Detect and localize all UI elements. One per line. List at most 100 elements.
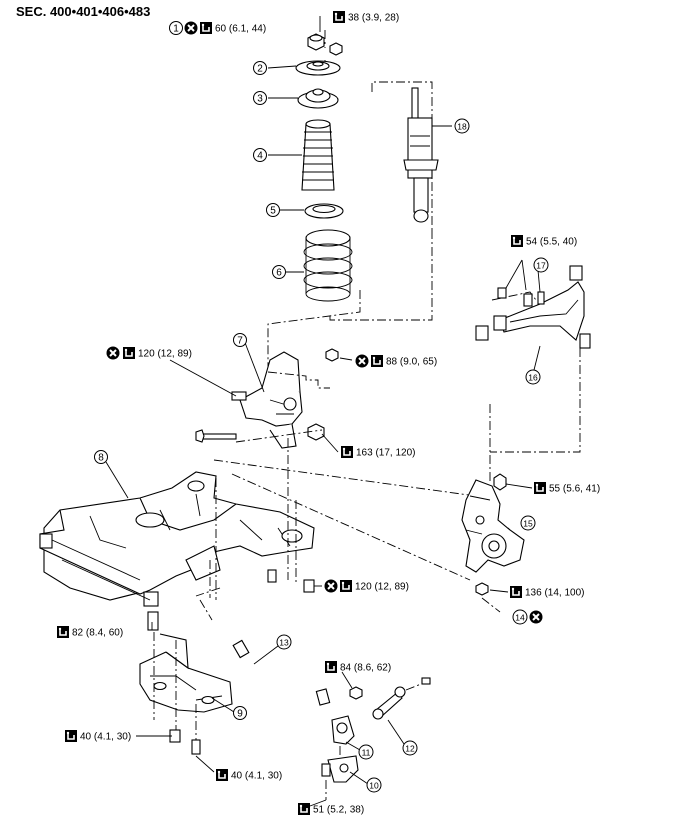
torque-wrench-icon: [324, 660, 338, 674]
svg-text:10: 10: [369, 781, 379, 791]
svg-text:7: 7: [237, 336, 243, 347]
torque-spec-82: 82 (8.4, 60): [56, 625, 123, 639]
leader-88: [339, 357, 353, 361]
small-nut: [329, 42, 343, 56]
callout-14: 14: [512, 609, 528, 625]
callout-16: 16: [525, 369, 541, 385]
torque-wrench-icon: [510, 234, 524, 248]
knuckle-nut: [493, 473, 507, 491]
svg-text:13: 13: [279, 638, 289, 648]
torque-spec-40-left: 40 (4.1, 30): [64, 729, 131, 743]
callout-1: 1: [169, 21, 183, 35]
svg-text:9: 9: [237, 709, 243, 720]
svg-text:3: 3: [257, 94, 263, 105]
upper-link: [475, 265, 591, 349]
torque-spec-40-lower: 40 (4.1, 30): [215, 768, 282, 782]
coil-spring: [303, 229, 353, 302]
svg-text:54 (5.5, 40): 54 (5.5, 40): [526, 237, 577, 248]
svg-text:4: 4: [257, 151, 263, 162]
suspension-member: [39, 471, 315, 607]
torque-wrench-icon: [215, 768, 229, 782]
torque-wrench-icon: [64, 729, 78, 743]
guide-bracket: [153, 632, 197, 740]
svg-text:15: 15: [523, 519, 533, 529]
svg-text:17: 17: [536, 261, 546, 271]
torque-wrench-icon: [339, 579, 353, 593]
torque-spec-120-upper: 120 (12, 89): [105, 345, 192, 361]
callout-9: 9: [233, 706, 247, 720]
torque-leader-54: [505, 259, 527, 291]
svg-text:88 (9.0, 65): 88 (9.0, 65): [386, 357, 437, 368]
svg-text:136 (14, 100): 136 (14, 100): [525, 588, 585, 599]
leader-10: [349, 771, 369, 785]
torque-spec-38: 38 (3.9, 28): [332, 10, 399, 24]
strut-lower-bracket: [239, 351, 303, 449]
leader-8: [105, 461, 129, 499]
steering-knuckle: [461, 479, 525, 573]
bracket-bolt-lower: [169, 729, 201, 755]
svg-text:14: 14: [515, 613, 525, 623]
leader-2: [267, 65, 297, 69]
guide-clamp: [325, 746, 341, 800]
member-bolt: [147, 569, 315, 631]
svg-text:60 (6.1, 44): 60 (6.1, 44): [215, 24, 266, 35]
leader-55: [505, 483, 533, 489]
torque-wrench-icon: [509, 585, 523, 599]
svg-text:51 (5.2, 38): 51 (5.2, 38): [313, 805, 364, 816]
dust-boot: [301, 119, 335, 191]
leader-7: [243, 339, 265, 393]
never-reuse-icon: [105, 345, 121, 361]
rod-nut: [349, 686, 363, 700]
svg-text:6: 6: [276, 268, 282, 279]
leader-40b: [195, 755, 215, 773]
svg-text:18: 18: [457, 122, 467, 132]
guide-bolt-line: [235, 429, 323, 443]
torque-spec-54: 54 (5.5, 40): [510, 234, 577, 248]
leader-17: [537, 269, 541, 293]
bracket-bolt: [231, 391, 247, 401]
svg-text:120 (12, 89): 120 (12, 89): [355, 582, 409, 593]
leader-163: [321, 433, 339, 453]
svg-text:1: 1: [173, 24, 179, 35]
svg-text:40 (4.1, 30): 40 (4.1, 30): [231, 771, 282, 782]
torque-wrench-icon: [370, 354, 384, 368]
torque-wrench-icon: [199, 21, 213, 35]
stabilizer-bushing: [331, 715, 355, 745]
top-nut: [325, 348, 339, 362]
svg-text:38 (3.9, 28): 38 (3.9, 28): [348, 13, 399, 24]
guide-knuckle-lines: [199, 459, 477, 621]
torque-spec-136: 136 (14, 100): [509, 585, 585, 599]
svg-text:55 (5.6, 41): 55 (5.6, 41): [549, 484, 600, 495]
leader-13: [253, 645, 279, 665]
callout-18: 18: [454, 118, 470, 134]
svg-text:84 (8.6, 62): 84 (8.6, 62): [340, 663, 391, 674]
torque-wrench-icon: [122, 346, 136, 360]
torque-wrench-icon: [533, 481, 547, 495]
never-reuse-icon: [323, 578, 339, 594]
callout-7: 7: [233, 333, 247, 347]
torque-spec-51: 51 (5.2, 38): [297, 802, 364, 816]
leader-15: [507, 527, 511, 531]
svg-text:11: 11: [362, 748, 371, 758]
callout-15: 15: [520, 515, 536, 531]
leader-136: [489, 589, 509, 593]
svg-text:40 (4.1, 30): 40 (4.1, 30): [80, 732, 131, 743]
svg-text:12: 12: [405, 744, 415, 754]
callout-2: 2: [253, 61, 267, 75]
guide-knuckle-nut: [481, 597, 501, 613]
torque-wrench-icon: [340, 445, 354, 459]
never-reuse-icon: [528, 609, 544, 625]
leader-12: [387, 719, 405, 745]
callout-4: 4: [253, 148, 267, 162]
leader-120a: [169, 359, 237, 397]
stabilizer-bar: [212, 617, 373, 715]
clamp-bolt: [321, 763, 331, 777]
callout-10: 10: [366, 777, 382, 793]
never-reuse-14: [528, 609, 544, 625]
torque-spec-55: 55 (5.6, 41): [533, 481, 600, 495]
torque-spec-163: 163 (17, 120): [340, 445, 416, 459]
torque-wrench-icon: [297, 802, 311, 816]
leader-9: [211, 697, 235, 713]
svg-text:82 (8.4, 60): 82 (8.4, 60): [72, 628, 123, 639]
